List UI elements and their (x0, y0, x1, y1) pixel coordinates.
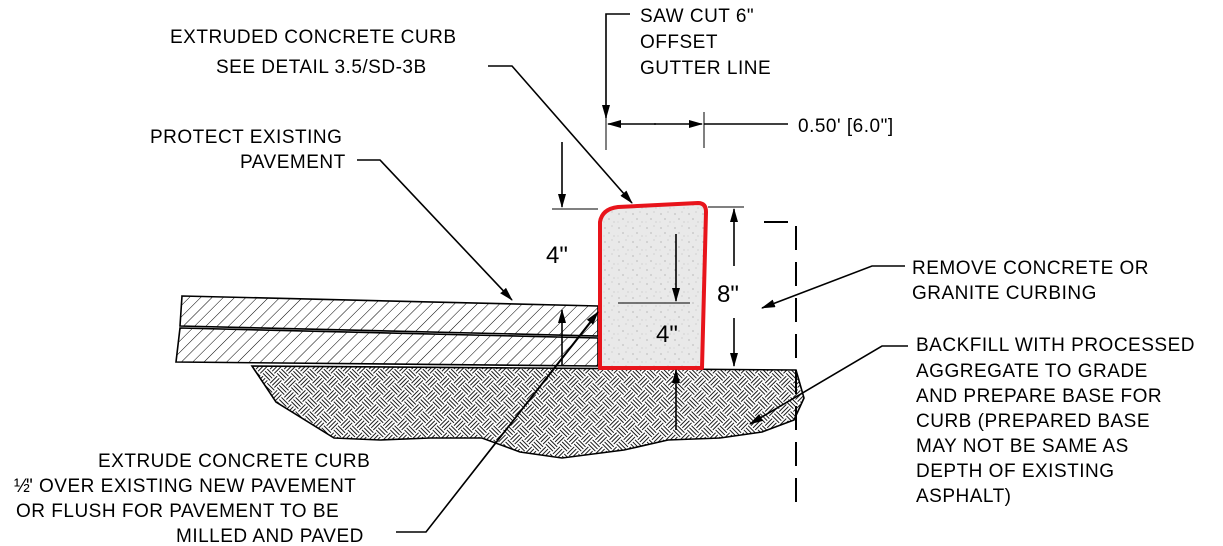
extrude-label-line-2: " OVER EXISTING NEW PAVEMENT (26, 476, 356, 497)
curb-leader (488, 65, 633, 204)
embed-dimension-value: 4" (656, 321, 678, 348)
backfill-label-line-5: MAY NOT BE SAME AS (916, 436, 1129, 457)
backfill-leader (749, 345, 908, 425)
extrude-label-line-4: MILLED AND PAVED (176, 526, 364, 546)
extrude-leader-b (425, 315, 597, 533)
curb-label-line-1: EXTRUDED CONCRETE CURB (170, 27, 457, 48)
remove-leader (761, 265, 905, 309)
backfill-label-line-6: DEPTH OF EXISTING (916, 461, 1115, 482)
extruded-concrete-curb (598, 201, 708, 370)
curb-label-line-2: SEE DETAIL 3.5/SD-3B (216, 57, 427, 78)
subbase-aggregate (250, 365, 805, 459)
extrude-label-fraction: ½ (14, 476, 30, 497)
reveal-dimension-value: 4" (546, 242, 568, 269)
remove-label-line-2: GRANITE CURBING (912, 283, 1097, 304)
backfill-label-line-1: BACKFILL WITH PROCESSED (916, 335, 1195, 356)
saw-cut-label-line-2: OFFSET (640, 32, 718, 53)
backfill-label-line-7: ASPHALT) (916, 486, 1012, 507)
extrude-label-line-3: OR FLUSH FOR PAVEMENT TO BE (16, 501, 339, 522)
depth-dimension-value: 8" (717, 281, 739, 308)
protect-leader (357, 159, 513, 301)
backfill-label-line-3: AND PREPARE BASE FOR (916, 386, 1162, 407)
saw-cut-label-line-3: GUTTER LINE (640, 58, 771, 79)
saw-cut-label-line-1: SAW CUT 6" (640, 6, 754, 27)
extrude-label-line-1: EXTRUDE CONCRETE CURB (98, 451, 370, 472)
remove-label-line-1: REMOVE CONCRETE OR (912, 258, 1149, 279)
offset-dimension-label: 0.50' [6.0"] (798, 116, 894, 137)
removal-limit-line (764, 221, 797, 510)
protect-label-line-2: PAVEMENT (240, 152, 346, 173)
protect-label-line-1: PROTECT EXISTING (150, 127, 342, 148)
backfill-label-line-2: AGGREGATE TO GRADE (916, 361, 1148, 382)
backfill-label-line-4: CURB (PREPARED BASE (916, 411, 1150, 432)
saw-cut-leader (602, 13, 630, 119)
